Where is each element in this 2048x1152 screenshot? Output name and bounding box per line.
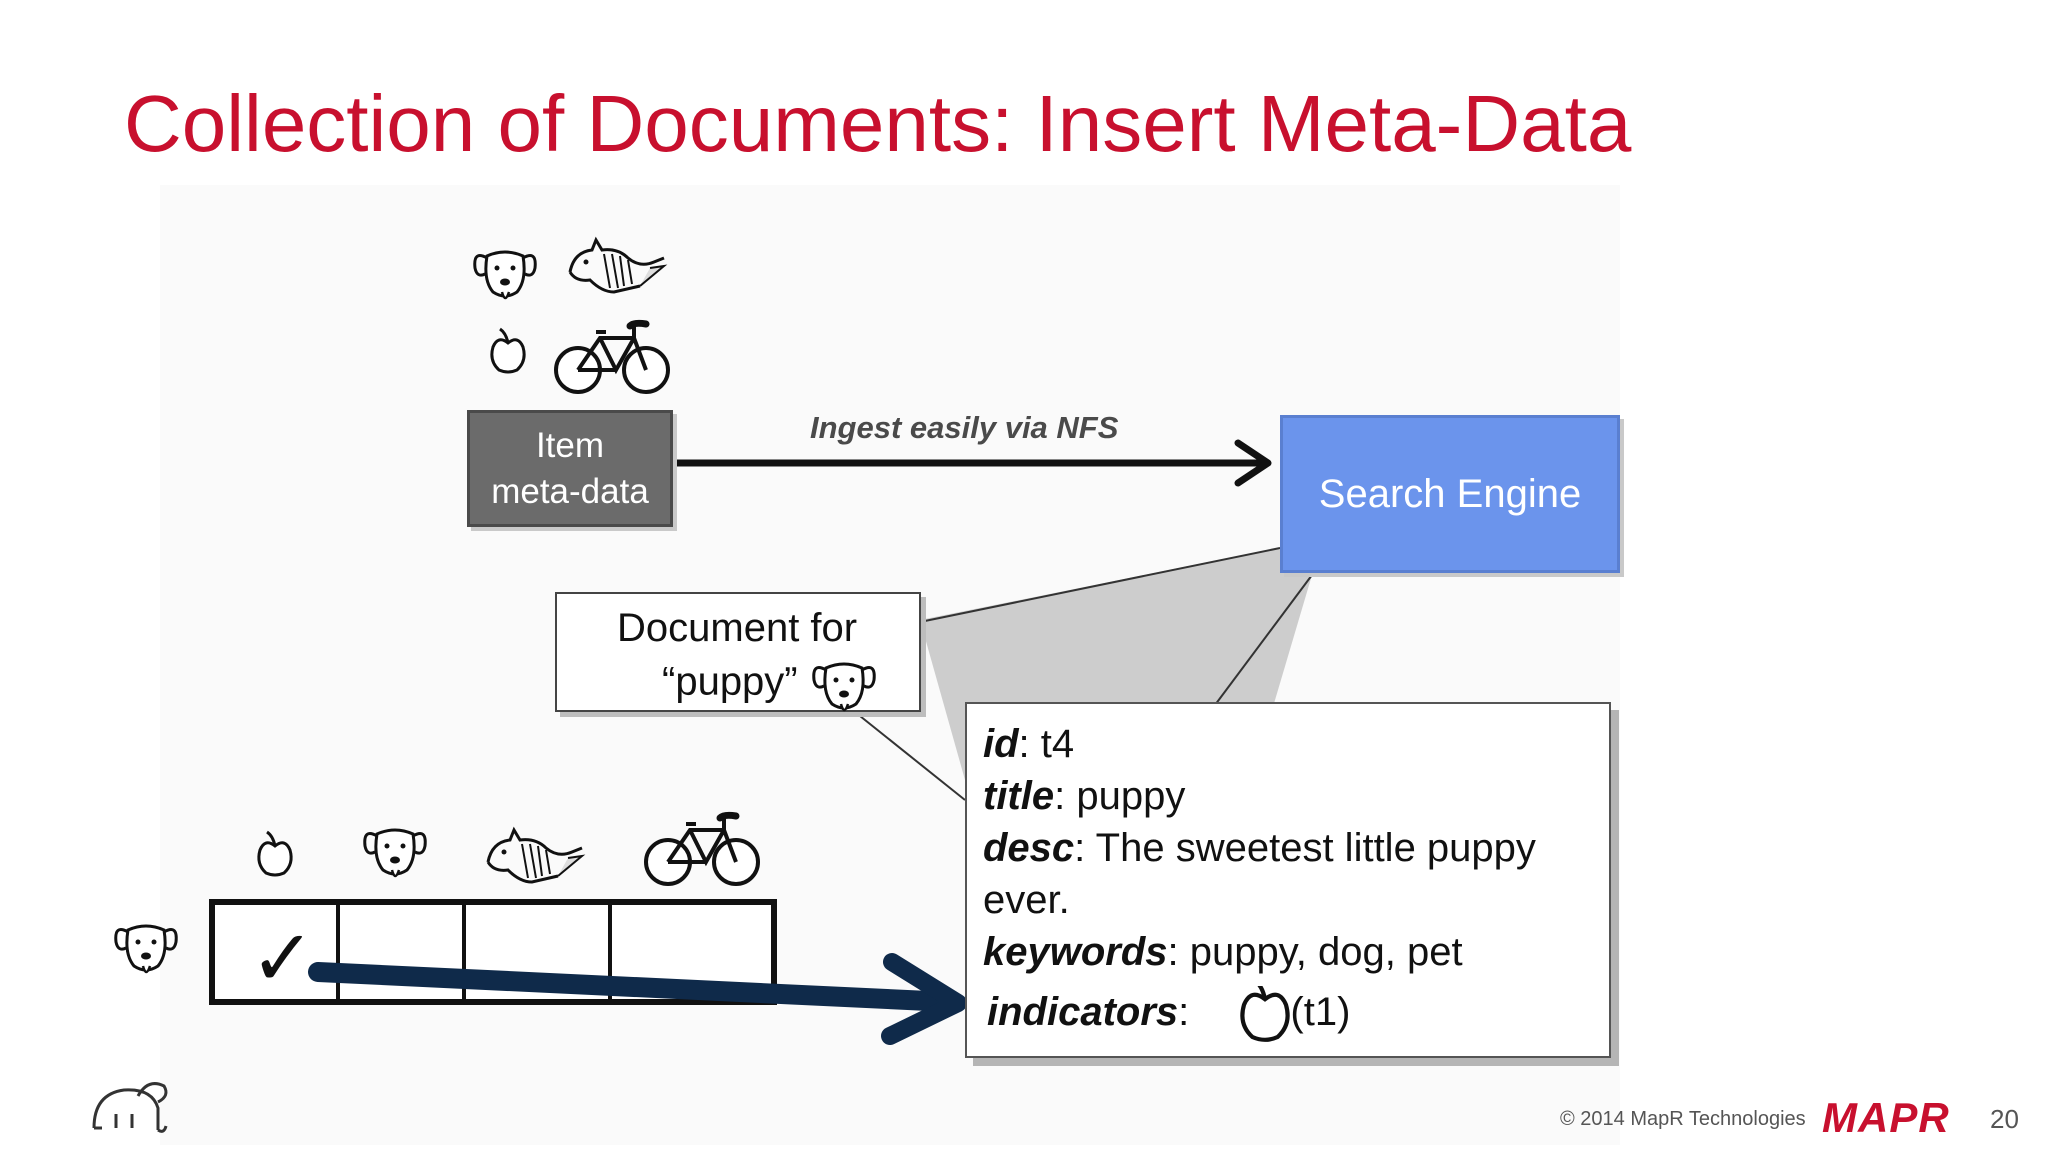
dog-icon bbox=[363, 828, 427, 878]
funnel-edge-top bbox=[919, 547, 1281, 623]
ingest-arrow-label: Ingest easily via NFS bbox=[810, 410, 1119, 445]
field-desc: desc: The sweetest little puppy bbox=[983, 822, 1593, 874]
slide-title: Collection of Documents: Insert Meta-Dat… bbox=[124, 79, 1632, 168]
field-title-key: title bbox=[983, 774, 1055, 818]
ingest-arrow-head bbox=[1234, 439, 1272, 487]
field-keywords-value: : puppy, dog, pet bbox=[1167, 930, 1463, 974]
dog-icon bbox=[812, 662, 876, 712]
field-title-value: : puppy bbox=[1054, 774, 1186, 818]
metadata-document-box: id: t4 title: puppy desc: The sweetest l… bbox=[965, 702, 1611, 1058]
dog-icon bbox=[473, 250, 537, 300]
horse-icon bbox=[486, 828, 584, 884]
elephant-icon bbox=[92, 1082, 168, 1133]
dog-icon bbox=[114, 924, 178, 974]
horse-icon bbox=[568, 238, 666, 294]
field-id-key: id bbox=[983, 722, 1019, 766]
search-engine-box: Search Engine bbox=[1280, 415, 1620, 573]
field-indicators-key: indicators bbox=[987, 990, 1179, 1034]
apple-icon bbox=[1240, 986, 1290, 1042]
bicycle-icon bbox=[646, 815, 758, 884]
field-id: id: t4 bbox=[983, 718, 1593, 770]
search-engine-label: Search Engine bbox=[1318, 471, 1582, 516]
brand-logo: MAPR bbox=[1822, 1094, 1950, 1141]
funnel-edge-right bbox=[1214, 574, 1313, 706]
item-box-line1: Item bbox=[535, 426, 605, 465]
field-desc-cont: ever. bbox=[983, 878, 1070, 922]
indicator-arrow-head bbox=[881, 953, 967, 1045]
field-keywords-key: keywords bbox=[983, 930, 1168, 974]
matrix-check: ✓ bbox=[250, 914, 315, 1004]
item-box-line2: meta-data bbox=[491, 472, 649, 511]
funnel-edge-left bbox=[854, 711, 966, 801]
item-metadata-box: Item meta-data bbox=[467, 410, 673, 527]
apple-icon bbox=[490, 327, 526, 374]
document-box: Document for “puppy” bbox=[555, 592, 921, 712]
field-keywords: keywords: puppy, dog, pet bbox=[983, 926, 1593, 978]
field-indicators-value: (t1) bbox=[1290, 990, 1351, 1034]
apple-icon bbox=[257, 830, 293, 877]
field-desc-key: desc bbox=[983, 826, 1075, 870]
field-indicators-sep: : bbox=[1178, 990, 1190, 1034]
bicycle-icon bbox=[556, 323, 668, 392]
document-line2: “puppy” bbox=[557, 654, 919, 714]
document-line2-text: “puppy” bbox=[662, 659, 798, 704]
footer-copyright: © 2014 MapR Technologies bbox=[1560, 1108, 1806, 1130]
field-desc-value: : The sweetest little puppy bbox=[1074, 826, 1536, 870]
field-id-value: : t4 bbox=[1018, 722, 1075, 766]
page-number: 20 bbox=[1990, 1104, 2019, 1134]
document-line1: Document for bbox=[617, 606, 858, 650]
indicator-arrow-line bbox=[308, 962, 960, 1012]
field-title: title: puppy bbox=[983, 770, 1593, 822]
field-indicators: indicators: (t1) bbox=[983, 986, 1593, 1042]
